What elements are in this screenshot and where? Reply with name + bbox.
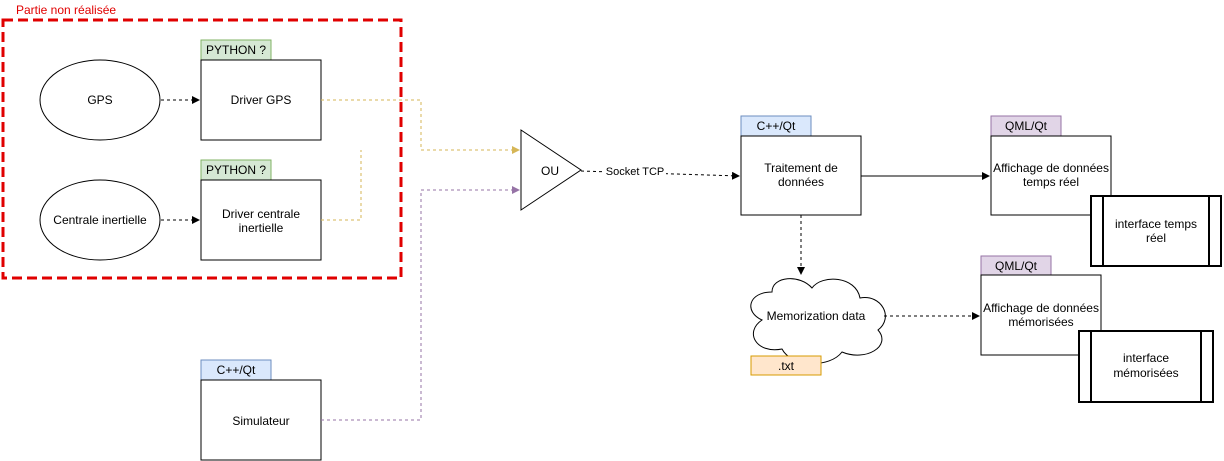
affichage-memo-tag-label: QML/Qt — [995, 259, 1038, 273]
traitement-node[interactable] — [740, 135, 862, 216]
driver-centrale-label-2: inertielle — [239, 221, 284, 235]
gps-node[interactable] — [39, 59, 161, 141]
memorization-label: Memorization data — [767, 309, 866, 323]
region-label: Partie non réalisée — [16, 3, 116, 17]
traitement-tag-label: C++/Qt — [757, 119, 796, 133]
edge-driver-gps-to-ou — [321, 99, 520, 154]
traitement-label-2: données — [778, 175, 824, 189]
simulateur-label: Simulateur — [232, 414, 289, 428]
edge-simulateur-to-ou — [321, 186, 520, 421]
simulateur-node[interactable] — [200, 379, 322, 461]
interface-reel-label-1: interface temps — [1115, 217, 1197, 231]
txt-tag-label: .txt — [778, 359, 795, 373]
affichage-memo-label-1: Affichage de données — [983, 301, 1099, 315]
affichage-memo-label-2: mémorisées — [1008, 315, 1073, 329]
socket-label: Socket TCP — [606, 166, 665, 178]
memorization-node[interactable] — [750, 278, 886, 365]
driver-centrale-tag-label: PYTHON ? — [206, 163, 266, 177]
unimplemented-region — [1, 18, 403, 280]
centrale-node[interactable] — [39, 179, 161, 261]
interface-memo-label-1: interface — [1123, 351, 1169, 365]
driver-gps-label: Driver GPS — [231, 93, 292, 107]
interface-reel-label-2: réel — [1146, 231, 1166, 245]
affichage-reel-label-1: Affichage de données — [993, 161, 1109, 175]
affichage-reel-label-2: temps réel — [1023, 175, 1079, 189]
interface-memo-node[interactable] — [1078, 330, 1214, 403]
driver-centrale-label-1: Driver centrale — [222, 207, 300, 221]
driver-gps-tag-label: PYTHON ? — [206, 43, 266, 57]
txt-tag — [750, 355, 822, 376]
centrale-label: Centrale inertielle — [53, 213, 147, 227]
interface-reel-node[interactable] — [1090, 195, 1222, 267]
ou-node[interactable] — [520, 129, 582, 211]
driver-centrale-node[interactable] — [200, 179, 322, 261]
gps-label: GPS — [87, 93, 112, 107]
interface-memo-label-2: mémorisées — [1113, 366, 1178, 380]
ou-label: OU — [541, 164, 559, 178]
traitement-label-1: Traitement de — [764, 161, 838, 175]
simulateur-tag-label: C++/Qt — [217, 363, 256, 377]
socket-label-bg — [604, 164, 666, 178]
affichage-reel-tag-label: QML/Qt — [1005, 119, 1048, 133]
edge-driver-centrale-to-ou — [321, 150, 362, 221]
